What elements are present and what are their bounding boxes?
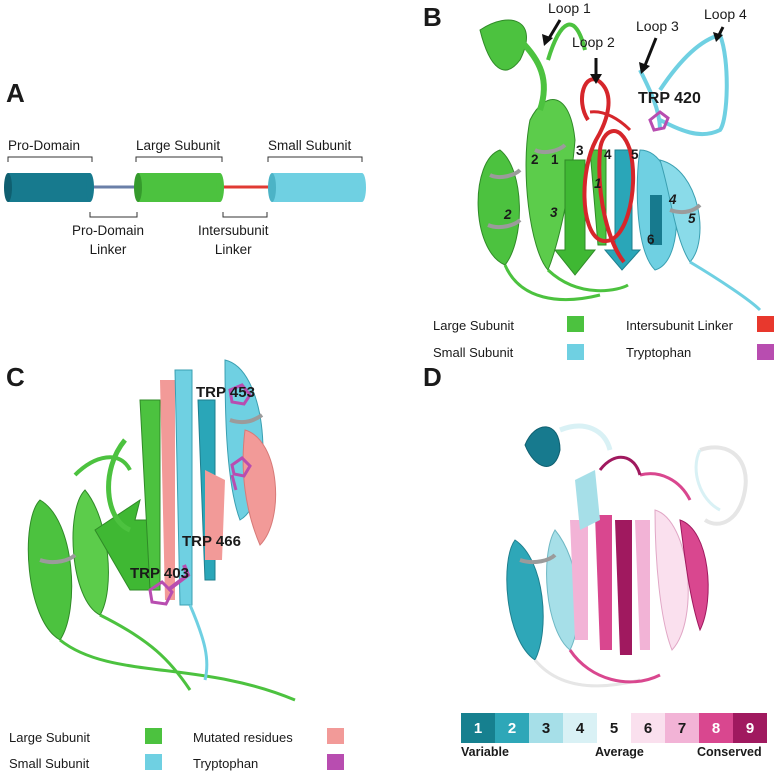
legend-c-small-swatch: [145, 754, 162, 770]
strand-number-3: 3: [576, 143, 584, 158]
pro-domain-cylinder: [4, 173, 94, 202]
small-subunit-cylinder: [268, 173, 366, 202]
legend-b-intersubunit-linker: Intersubunit Linker: [626, 318, 733, 333]
bracket-pro-domain: [7, 156, 93, 162]
trp-403-label: TRP 403: [130, 565, 189, 582]
legend-c-large-swatch: [145, 728, 162, 744]
helix-number-2: 2: [504, 207, 512, 222]
scale-label-variable: Variable: [461, 745, 509, 759]
helix-number-3: 3: [550, 205, 558, 220]
legend-c-mutated-residues: Mutated residues: [193, 730, 293, 745]
loop3-arrow: [642, 37, 658, 69]
strand-number-5: 5: [631, 147, 639, 162]
scale-cell-7: 7: [665, 713, 699, 743]
scale-label-average: Average: [595, 745, 644, 759]
scale-cell-5: 5: [597, 713, 631, 743]
trp-420-label: TRP 420: [638, 90, 701, 107]
label-intersubunit-linker: Intersubunit Linker: [198, 223, 269, 257]
legend-c-large-subunit: Large Subunit: [9, 730, 90, 745]
loop1-arrow: [546, 19, 562, 41]
legend-c-mutated-swatch: [327, 728, 344, 744]
panel-b-protein-structure: [477, 19, 762, 312]
trp-466-label: TRP 466: [182, 533, 241, 550]
legend-b-small-subunit: Small Subunit: [433, 345, 514, 360]
strand-number-1: 1: [551, 152, 559, 167]
strand-number-4: 4: [604, 147, 612, 162]
bracket-large-subunit: [135, 156, 223, 162]
scale-label-conserved: Conserved: [697, 745, 762, 759]
scale-cell-8: 8: [699, 713, 733, 743]
loop1-label: Loop 1: [548, 0, 591, 16]
panel-d-letter: D: [423, 362, 442, 392]
panel-a-letter: A: [6, 78, 25, 108]
bracket-small-subunit: [267, 156, 363, 162]
scale-cell-4: 4: [563, 713, 597, 743]
scale-cell-3: 3: [529, 713, 563, 743]
label-pro-domain-linker: Pro-Domain Linker: [72, 223, 145, 257]
legend-c-tryptophan: Tryptophan: [193, 756, 259, 771]
scale-cell-2: 2: [495, 713, 529, 743]
loop4-label: Loop 4: [704, 6, 747, 22]
scale-cell-9: 9: [733, 713, 767, 743]
loop2-label: Loop 2: [572, 34, 615, 50]
strand-number-1b: 1: [594, 176, 602, 191]
trp-453-label: TRP 453: [196, 384, 255, 401]
legend-c-small-subunit: Small Subunit: [9, 756, 90, 771]
legend-b-linker-swatch: [757, 316, 774, 332]
scale-cell-6: 6: [631, 713, 665, 743]
panel-b-letter: B: [423, 2, 442, 32]
legend-b-small-swatch: [567, 344, 584, 360]
legend-b-tryptophan: Tryptophan: [626, 345, 692, 360]
panel-c-protein-structure: [27, 359, 296, 702]
strand-number-6: 6: [647, 232, 655, 247]
bracket-pro-linker: [89, 212, 138, 218]
label-small-subunit: Small Subunit: [268, 138, 352, 153]
scale-cell-1: 1: [461, 713, 495, 743]
legend-c-tryptophan-swatch: [327, 754, 344, 770]
bracket-inter-linker: [222, 212, 268, 218]
strand-number-2: 2: [531, 152, 539, 167]
legend-b-large-subunit: Large Subunit: [433, 318, 514, 333]
legend-b-large-swatch: [567, 316, 584, 332]
label-pro-domain: Pro-Domain: [8, 138, 81, 153]
loop3-label: Loop 3: [636, 18, 679, 34]
large-subunit-cylinder: [134, 173, 224, 202]
helix-number-5: 5: [688, 211, 696, 226]
panel-c-letter: C: [6, 362, 25, 392]
panel-d-protein-structure: [506, 423, 748, 688]
legend-b-tryptophan-swatch: [757, 344, 774, 360]
helix-number-4: 4: [669, 192, 677, 207]
label-large-subunit: Large Subunit: [136, 138, 221, 153]
